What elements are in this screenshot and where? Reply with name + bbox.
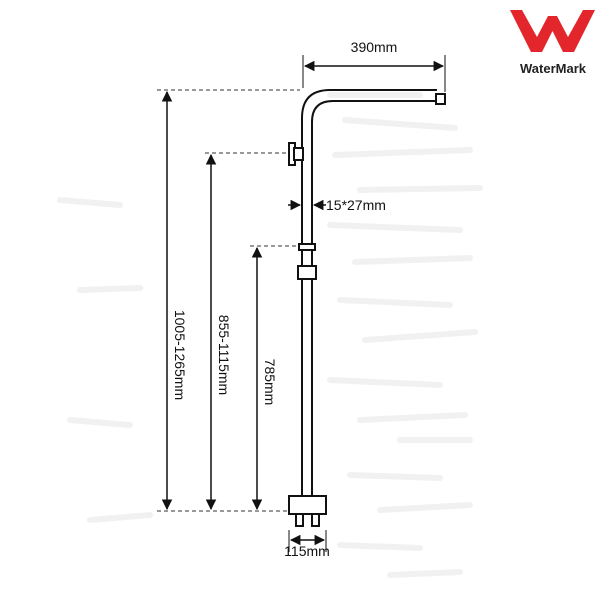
pipe-size-label: 15*27mm <box>326 197 386 213</box>
holder-block <box>293 147 304 161</box>
mixer-base <box>288 495 327 515</box>
background-texture <box>57 92 483 578</box>
shower-arm <box>301 89 437 520</box>
pipe-joint <box>298 243 316 251</box>
arm-reach-label: 390mm <box>351 39 398 55</box>
slider-height-label: 785mm <box>262 359 278 406</box>
shower-head-connector <box>435 93 446 105</box>
watermark-brand-name: WaterMark <box>520 61 587 76</box>
holder-height-label: 855-1115mm <box>216 315 232 395</box>
mixer-connector-left <box>295 513 304 527</box>
shower-rail <box>288 89 446 527</box>
base-width-label: 115mm <box>284 543 330 559</box>
watermark-w-icon <box>510 10 595 52</box>
slider-bracket <box>297 265 317 280</box>
extension-lines <box>157 89 300 512</box>
dimension-arrows <box>161 60 445 546</box>
shower-arm-inner <box>311 100 437 520</box>
mixer-connector-right <box>311 513 320 527</box>
tick-lines <box>288 55 446 552</box>
total-height-label: 1005-1265mm <box>172 310 188 400</box>
watermark-logo: WaterMark <box>510 10 595 76</box>
dimension-labels: 390mm 15*27mm 1005-1265mm 855-1115mm 785… <box>172 39 397 559</box>
